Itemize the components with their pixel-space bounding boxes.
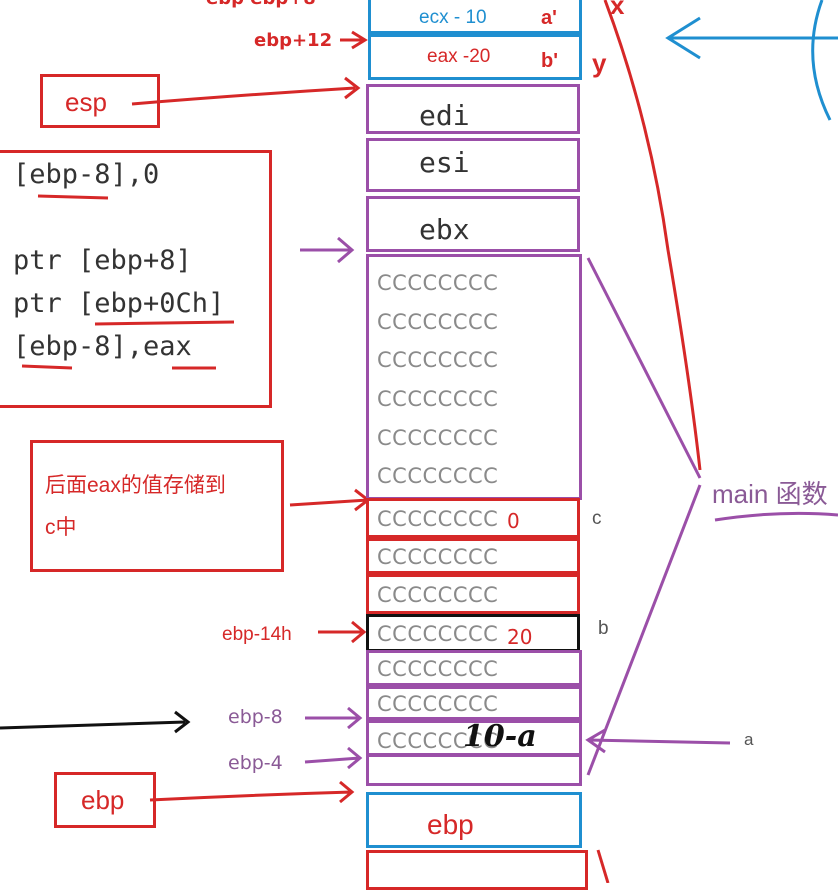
ebp-plus-8-label: ebp ebp+8	[206, 0, 316, 9]
ebp-box-label: ebp	[81, 785, 125, 815]
red-cell-1: CCCCCCCC	[366, 538, 580, 574]
edi-label: edi	[419, 99, 470, 132]
eax-mark: b'	[541, 50, 558, 72]
ebp-minus-4-cell	[366, 754, 582, 786]
saved-ebp-label: ebp	[427, 809, 474, 840]
x-mark: x	[610, 0, 625, 20]
main-frame-label: main 函数	[712, 479, 828, 509]
ebp14h-arrow	[318, 620, 367, 644]
c-cell: CCCCCCCC 0	[366, 498, 580, 538]
code-line-4: ptr [ebp+0Ch]	[13, 288, 225, 319]
blue-arrow	[665, 16, 838, 60]
b-label: b	[598, 618, 609, 639]
main-underline	[714, 511, 838, 522]
red-cell-2: CCCCCCCC	[366, 574, 580, 614]
y-mark: y	[592, 48, 607, 78]
ebp12-arrow	[340, 30, 368, 50]
a-arrow	[585, 728, 731, 754]
ebp-plus-12-label: ebp+12	[254, 30, 333, 51]
main-frame-top-line	[586, 257, 702, 479]
c-value: 0	[507, 509, 520, 533]
note-arrow	[289, 488, 371, 512]
eax-cell: eax -20 b'	[368, 34, 582, 80]
fill-row: CCCCCCCC	[377, 310, 499, 334]
ebp-minus-4-label: ebp-4	[228, 752, 283, 774]
return-cell	[366, 850, 588, 890]
esp-box: esp	[40, 74, 160, 128]
esi-label: esi	[419, 146, 470, 179]
fill-row: CCCCCCCC	[377, 657, 499, 681]
ecx-mark: a'	[541, 7, 557, 29]
b-cell: CCCCCCCC 20	[366, 614, 580, 652]
b-value: 20	[507, 625, 533, 649]
purple-cell-2: CCCCCCCC	[366, 686, 582, 720]
a-handwritten: 10-a	[463, 719, 537, 754]
ebp8-arrow	[305, 706, 363, 730]
ebp-minus-8-label: ebp-8	[228, 706, 283, 728]
blue-curve	[811, 0, 832, 121]
fill-block: CCCCCCCC CCCCCCCC CCCCCCCC CCCCCCCC CCCC…	[366, 254, 582, 500]
underline-1	[37, 194, 109, 200]
saved-ebp-cell: ebp	[366, 792, 582, 848]
ebp-minus-14h-label: ebp-14h	[222, 624, 292, 645]
ebx-label: ebx	[419, 213, 470, 246]
code-line-1: [ebp-8],0	[13, 159, 160, 190]
c-label: c	[592, 508, 602, 529]
note-line-2: c中	[45, 516, 77, 539]
note-line-1: 后面eax的值存储到	[45, 474, 226, 497]
main-frame-bottom-line	[586, 484, 702, 776]
ebp-box-arrow	[149, 780, 355, 804]
red-bracket-line	[603, 0, 702, 471]
a-cell: CCCCCCCC 10-a	[366, 719, 582, 756]
underline-3	[21, 364, 73, 370]
black-arrow	[0, 710, 191, 734]
esi-cell: esi	[366, 138, 580, 192]
fill-row: CCCCCCCC	[377, 387, 499, 411]
underline-2	[94, 320, 235, 326]
eax-text: eax -20	[427, 46, 491, 67]
fill-row: CCCCCCCC	[377, 464, 499, 488]
code-line-3: ptr [ebp+8]	[13, 245, 192, 276]
ecx-text: ecx - 10	[419, 7, 487, 28]
code-line-5: [ebp-8],eax	[13, 331, 192, 362]
red-bottom-line	[596, 849, 610, 883]
fill-row: CCCCCCCC	[377, 271, 499, 295]
ebx-arrow	[300, 236, 355, 264]
esp-label: esp	[65, 87, 107, 117]
ebp-box: ebp	[54, 772, 156, 828]
fill-row: CCCCCCCC	[377, 692, 499, 716]
esp-arrow	[131, 76, 361, 106]
code-box: [ebp-8],0 ptr [ebp+8] ptr [ebp+0Ch] [ebp…	[0, 150, 272, 408]
edi-cell: edi	[366, 84, 580, 134]
fill-row: CCCCCCCC	[377, 545, 499, 569]
ebp4-arrow	[304, 746, 363, 770]
fill-row: CCCCCCCC	[377, 426, 499, 450]
fill-row: CCCCCCCC	[377, 348, 499, 372]
purple-cell-1: CCCCCCCC	[366, 650, 582, 686]
note-box: 后面eax的值存储到 c中	[30, 440, 284, 572]
fill-row: CCCCCCCC	[377, 507, 499, 531]
fill-row: CCCCCCCC	[377, 729, 499, 753]
fill-row: CCCCCCCC	[377, 583, 499, 607]
ebx-cell: ebx	[366, 196, 580, 252]
a-label: a	[744, 730, 754, 749]
ecx-cell: ecx - 10 a'	[368, 0, 582, 34]
fill-row: CCCCCCCC	[377, 622, 499, 646]
